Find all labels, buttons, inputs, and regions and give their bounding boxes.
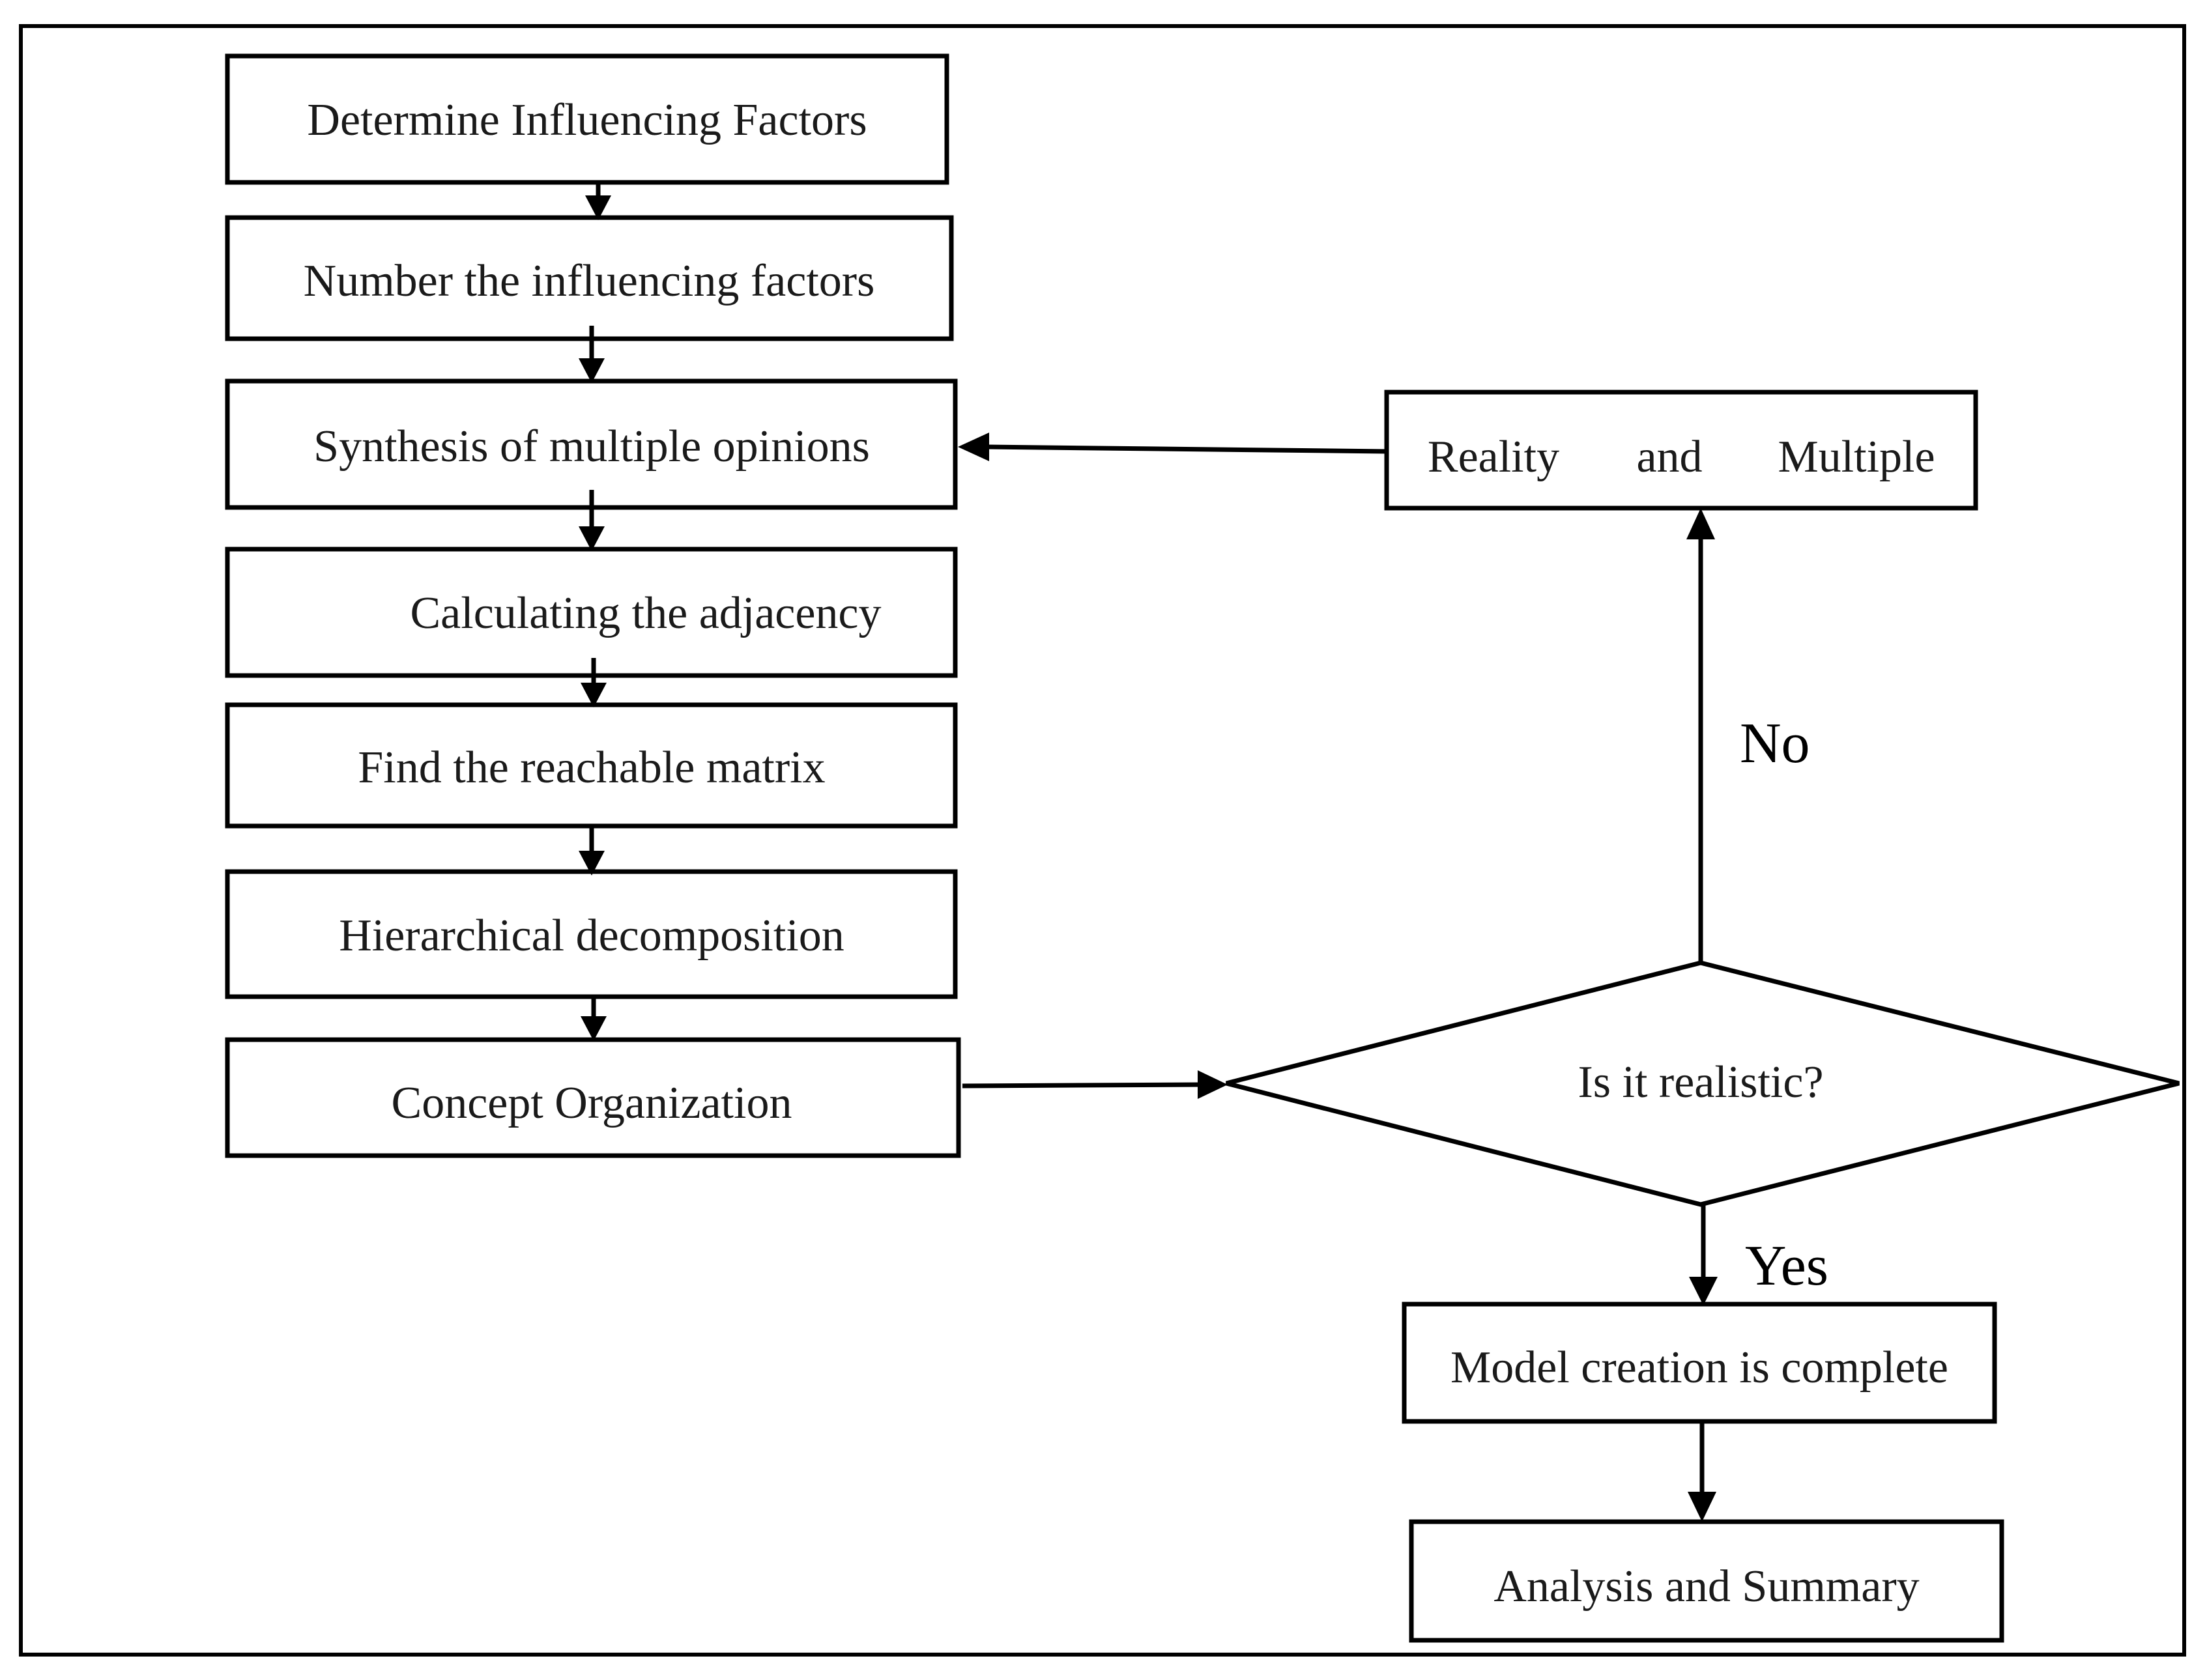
edge-model-to-analysis [1688, 1421, 1716, 1522]
node-concept-org: Concept Organization [225, 1037, 961, 1158]
arrowhead-down-icon [581, 1016, 607, 1041]
edge-reachable-to-hier [579, 826, 605, 876]
edge-hier-to-concept [581, 997, 607, 1041]
node-calc-adjacency: Calculating the adjacency [225, 547, 958, 678]
arrowhead-down-icon [581, 683, 607, 707]
node-is-realistic: Is it realistic? [1226, 960, 2180, 1207]
edge-realistic-to-model [1689, 1204, 1718, 1305]
arrowhead-up-icon [1686, 508, 1715, 539]
node-determine-factors-label: Determine Influencing Factors [307, 95, 867, 145]
node-multiple-label: Multiple [1778, 432, 1935, 482]
arrowhead-down-icon [579, 526, 605, 551]
edge-label-no: No [1740, 712, 1810, 775]
node-reachable-matrix-label: Find the reachable matrix [358, 743, 825, 793]
node-number-factors: Number the influencing factors [225, 215, 954, 341]
node-is-realistic-label: Is it realistic? [1578, 1057, 1823, 1107]
arrowhead-down-icon [579, 851, 605, 876]
node-synthesis-opinions-label: Synthesis of multiple opinions [313, 421, 870, 472]
edge-number-to-synthesis [579, 326, 605, 383]
edge-label-yes: Yes [1745, 1234, 1828, 1298]
node-model-complete-label: Model creation is complete [1450, 1343, 1948, 1393]
node-hier-decomposition-label: Hierarchical decomposition [339, 911, 844, 961]
edge-determine-to-number [585, 182, 611, 220]
arrowhead-left-icon [958, 433, 989, 461]
node-determine-factors: Determine Influencing Factors [225, 53, 949, 185]
node-number-factors-label: Number the influencing factors [304, 256, 875, 306]
edge-synthesis-to-calc [579, 490, 605, 551]
edge-realistic-to-reality [1686, 508, 1715, 963]
edge-reality-to-synthesis [958, 433, 1387, 461]
node-synthesis-opinions: Synthesis of multiple opinions [225, 378, 958, 510]
node-model-complete: Model creation is complete [1402, 1302, 1997, 1424]
arrowhead-down-icon [1688, 1492, 1716, 1522]
node-analysis-summary: Analysis and Summary [1409, 1519, 2004, 1643]
node-reality-multiple: Reality and Multiple [1384, 390, 1978, 511]
arrowhead-right-icon [1198, 1070, 1228, 1099]
edge-concept-to-realistic [962, 1070, 1228, 1099]
node-concept-org-label: Concept Organization [392, 1078, 792, 1128]
node-reachable-matrix: Find the reachable matrix [225, 702, 958, 829]
arrowhead-down-icon [579, 358, 605, 383]
node-analysis-summary-label: Analysis and Summary [1493, 1561, 1919, 1612]
arrowhead-down-icon [585, 195, 611, 220]
node-hier-decomposition: Hierarchical decomposition [225, 869, 958, 999]
node-calc-adjacency-label: Calculating the adjacency [410, 588, 881, 638]
node-reality-label: Reality [1428, 432, 1559, 482]
node-and-label: and [1636, 432, 1702, 482]
arrowhead-down-icon [1689, 1277, 1718, 1305]
edge-calc-to-reachable [581, 658, 607, 707]
